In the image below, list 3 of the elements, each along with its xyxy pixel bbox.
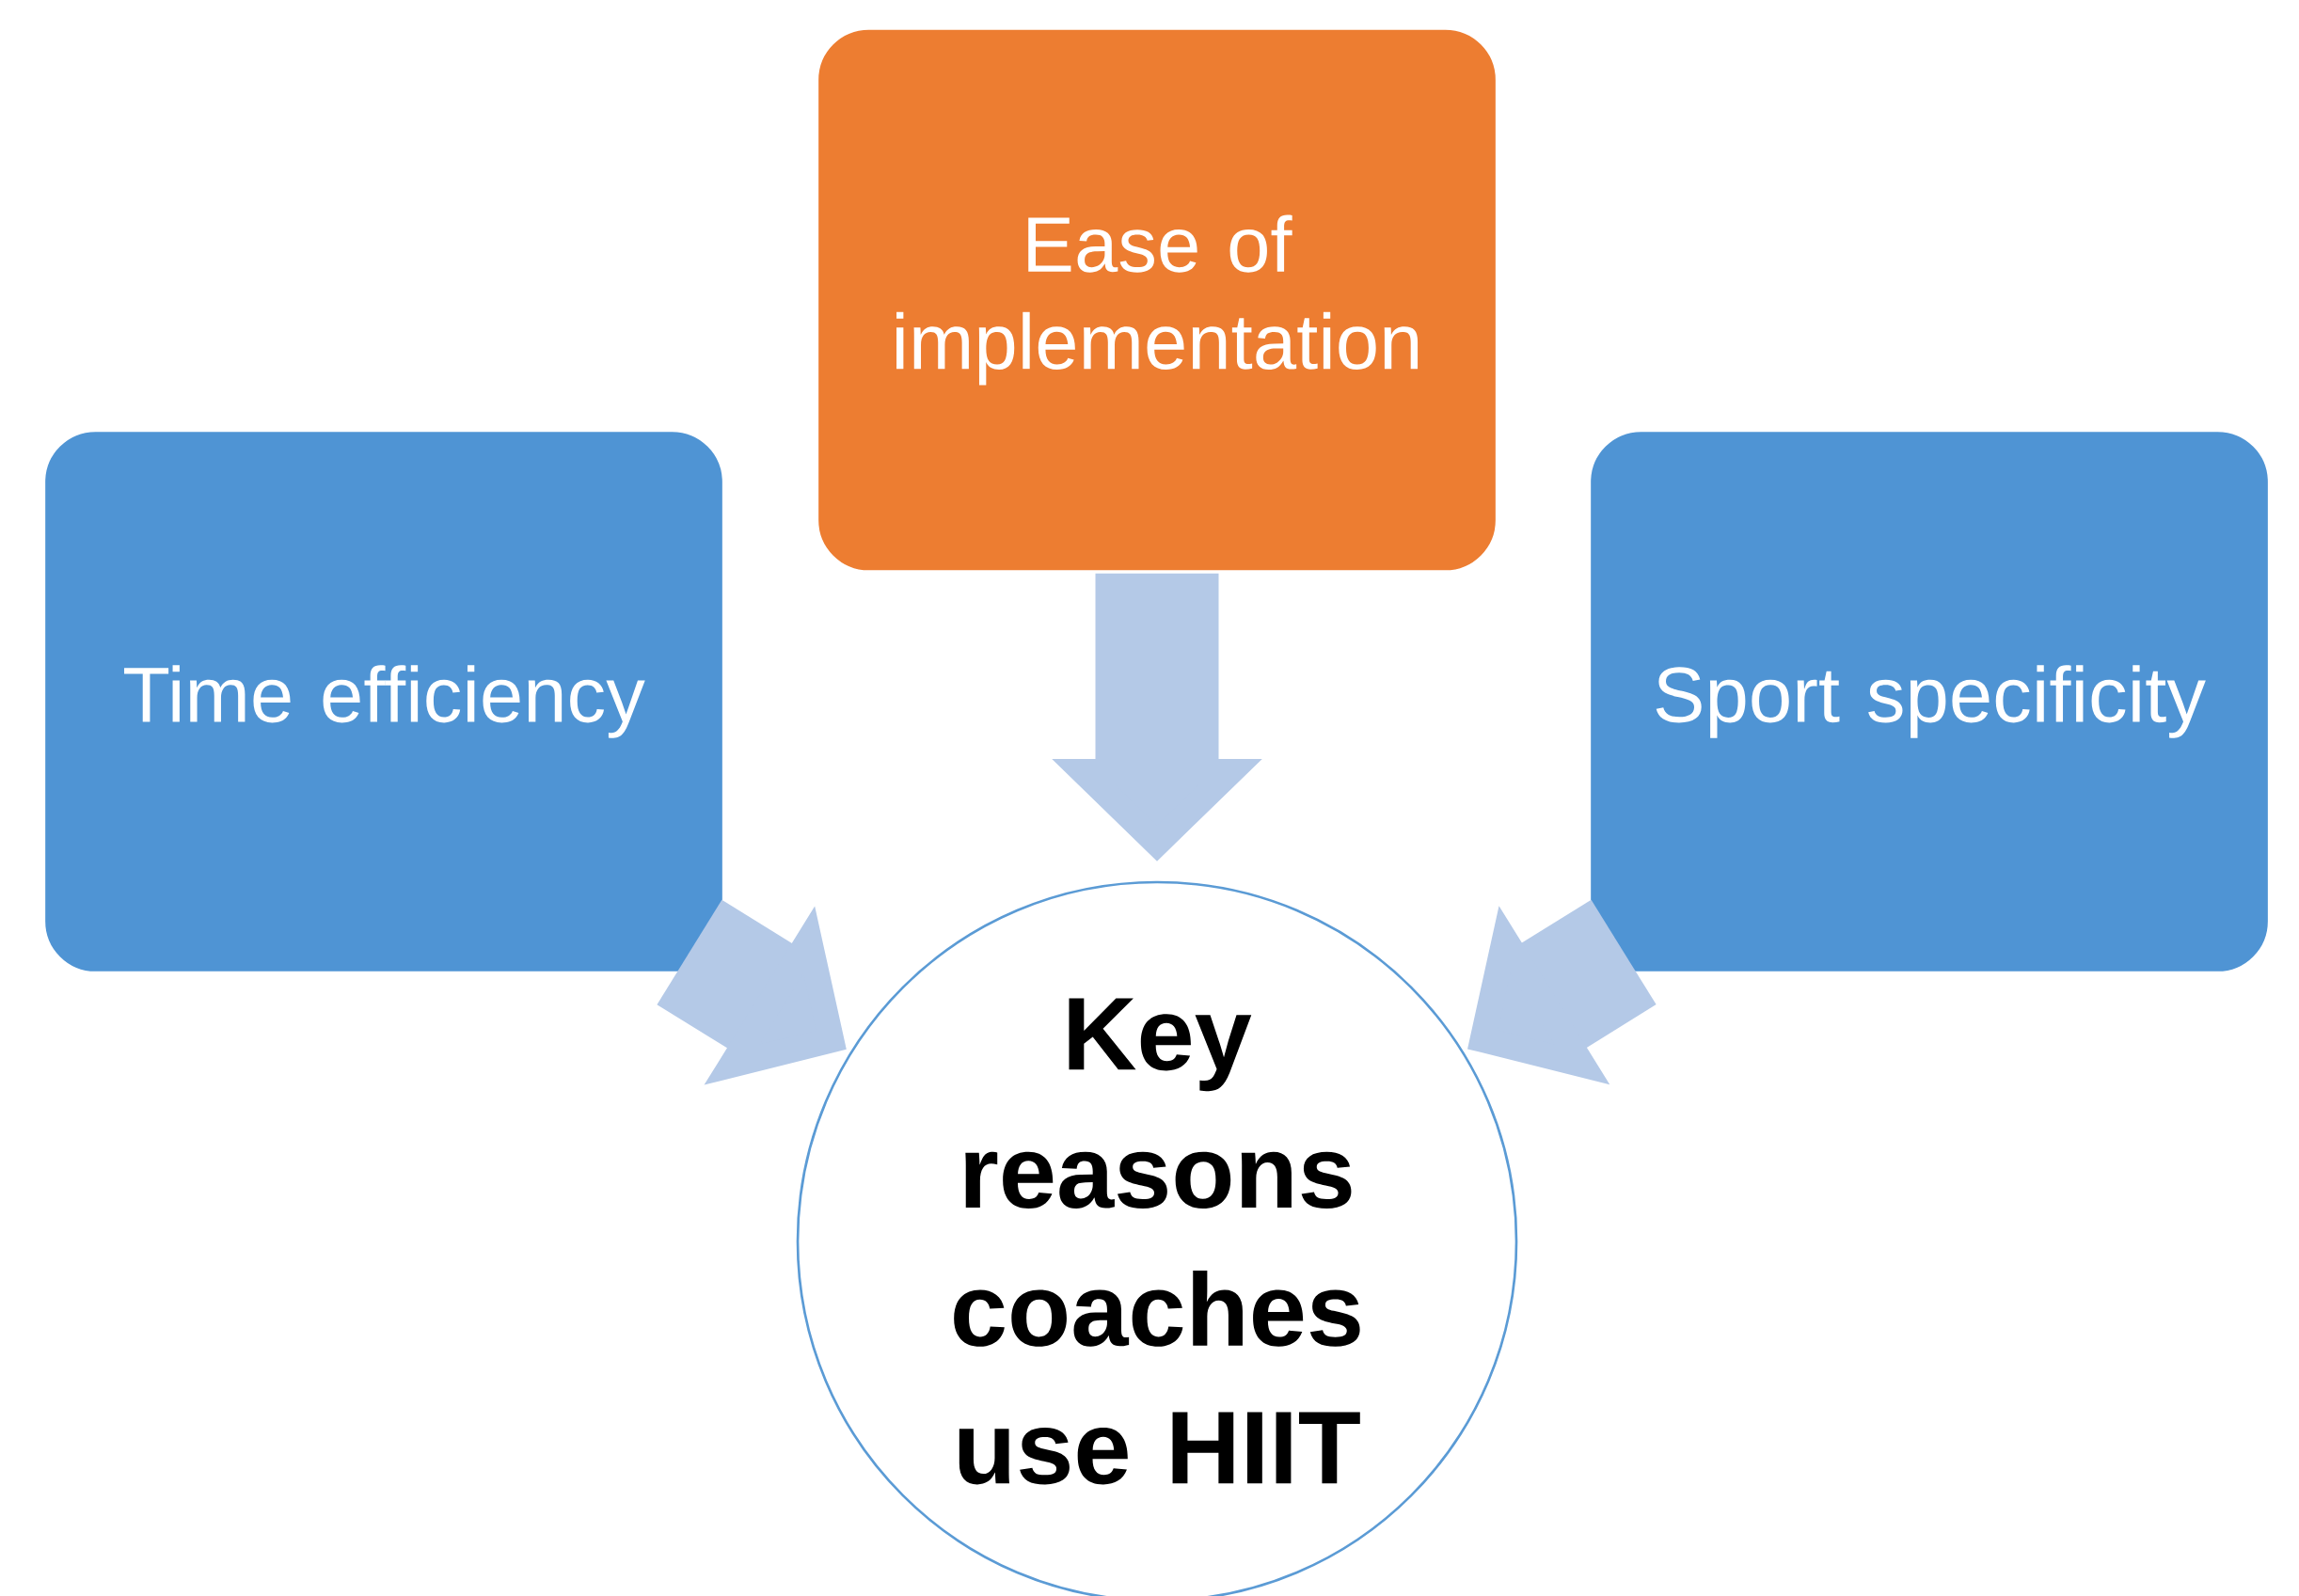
process-box: Time efficiency — [41, 428, 726, 975]
process-box: Ease of implementation — [815, 26, 1499, 574]
process-box: Sport specificity — [1587, 428, 2272, 975]
